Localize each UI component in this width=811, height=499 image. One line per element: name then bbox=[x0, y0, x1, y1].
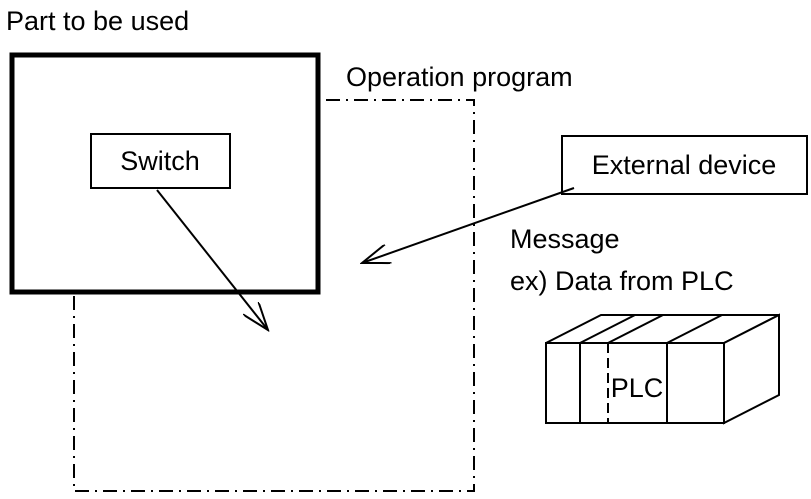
operation-program-label: Operation program bbox=[346, 62, 573, 92]
switch-box bbox=[90, 133, 231, 189]
message-label: Message bbox=[510, 224, 620, 254]
external-device-label: External device bbox=[592, 150, 777, 180]
example-label: ex) Data from PLC bbox=[510, 266, 734, 296]
external-device-arrow bbox=[362, 187, 575, 263]
switch-arrow bbox=[156, 189, 268, 330]
plc-label: PLC bbox=[611, 373, 664, 403]
external-device-box bbox=[561, 135, 808, 195]
switch-label: Switch bbox=[120, 146, 200, 176]
part-to-be-used-label: Part to be used bbox=[6, 6, 189, 36]
plc-icon bbox=[545, 313, 780, 425]
